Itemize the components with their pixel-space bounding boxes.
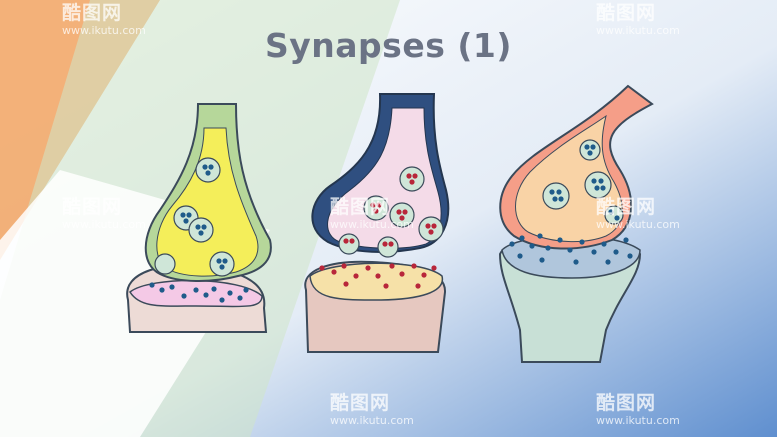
synapse-panel-1 xyxy=(126,103,272,333)
synapse-panel-3 xyxy=(498,84,654,363)
watermark-mid-left: 酷图网 www.ikutu.com xyxy=(62,196,146,231)
watermark-url: www.ikutu.com xyxy=(596,414,680,427)
watermark-mid-right: 酷图网 www.ikutu.com xyxy=(596,196,680,231)
watermark-bottom-center: 酷图网 www.ikutu.com xyxy=(330,392,414,427)
watermark-logo: 酷图网 xyxy=(62,2,123,24)
vesicles-1 xyxy=(154,157,235,277)
watermark-logo: 酷图网 xyxy=(596,392,657,414)
watermark-logo: 酷图网 xyxy=(330,392,391,414)
watermark-top-right: 酷图网 www.ikutu.com xyxy=(596,2,680,37)
watermark-url: www.ikutu.com xyxy=(596,24,680,37)
neurotransmitter-3 xyxy=(509,144,633,265)
watermark-logo: 酷图网 xyxy=(330,196,391,218)
receptor-zone-1 xyxy=(129,279,263,308)
watermark-url: www.ikutu.com xyxy=(62,218,146,231)
watermark-bottom-right: 酷图网 www.ikutu.com xyxy=(596,392,680,427)
watermark-logo: 酷图网 xyxy=(596,2,657,24)
watermark-logo: 酷图网 xyxy=(62,196,123,218)
slide-title: Synapses (1) xyxy=(265,26,512,65)
receptor-zone-2 xyxy=(309,262,444,301)
watermark-url: www.ikutu.com xyxy=(330,218,414,231)
synapse-panel-2 xyxy=(304,93,450,353)
vesicles-2 xyxy=(338,166,444,258)
watermark-mid-center: 酷图网 www.ikutu.com xyxy=(330,196,414,231)
neurotransmitter-1 xyxy=(149,164,249,303)
watermark-url: www.ikutu.com xyxy=(62,24,146,37)
watermark-url: www.ikutu.com xyxy=(596,218,680,231)
watermark-top-left: 酷图网 www.ikutu.com xyxy=(62,2,146,37)
watermark-url: www.ikutu.com xyxy=(330,414,414,427)
neurotransmitter-2 xyxy=(319,173,437,289)
terminal-cytoplasm-1 xyxy=(156,127,259,277)
watermark-logo: 酷图网 xyxy=(596,196,657,218)
